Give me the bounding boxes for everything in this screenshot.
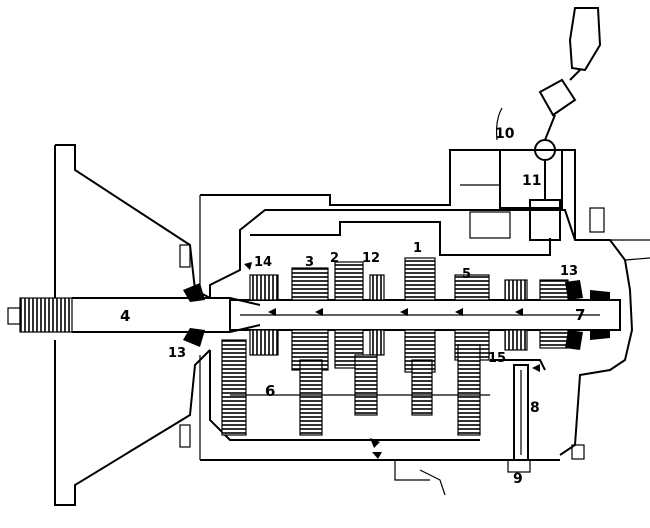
- mainshaft-gears: [249, 257, 569, 373]
- callout-2: 2: [330, 251, 339, 266]
- callout-10: 10: [495, 126, 515, 142]
- callout-1: 1: [413, 241, 422, 256]
- callout-9: 9: [513, 471, 523, 487]
- bell-housing: [54, 144, 211, 506]
- callout-7: 7: [575, 306, 585, 324]
- bearings: [183, 280, 610, 350]
- callout-15: 15: [488, 351, 506, 366]
- gearbox-housing: [200, 149, 650, 461]
- oil-flow-arrows: [244, 262, 540, 459]
- callout-4: 4: [120, 307, 130, 325]
- main-shaft: [229, 299, 621, 331]
- callout-12: 12: [362, 251, 380, 266]
- countershaft-gears: [221, 339, 490, 436]
- callout-14: 14: [254, 255, 272, 270]
- callout-13-rear: 13: [560, 264, 578, 279]
- callout-13-front: 13: [168, 346, 186, 361]
- callout-6: 6: [265, 382, 275, 400]
- oil-pump: [394, 359, 546, 496]
- callout-5: 5: [462, 267, 471, 282]
- callout-11: 11: [522, 173, 541, 189]
- callout-3: 3: [305, 255, 314, 270]
- callout-labels: 1 2 3 4 5 6 7 8 9 10 11 12 13 13 14 15: [120, 126, 585, 487]
- callout-8: 8: [530, 400, 540, 416]
- input-shaft: [7, 297, 261, 333]
- shift-lever-assembly: [460, 7, 602, 241]
